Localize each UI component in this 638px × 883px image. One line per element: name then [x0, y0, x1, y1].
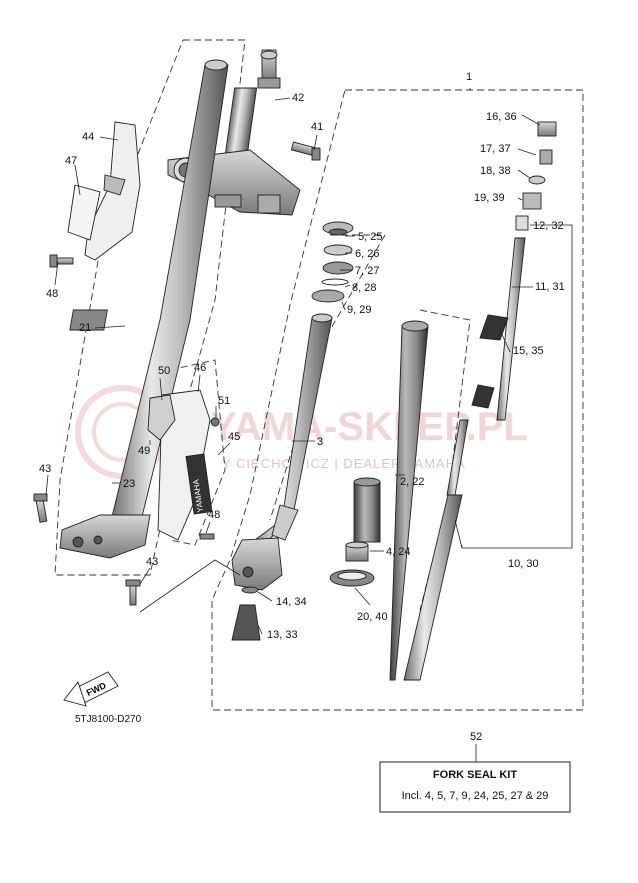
watermark-subtext: Y CIECHOWICZ | DEALER YAMAHA — [222, 456, 466, 471]
callout-8-28: 8, 28 — [352, 282, 376, 294]
callout-14-34: 14, 34 — [276, 596, 307, 608]
diagram-code: 5TJ8100-D270 — [75, 714, 142, 725]
seal-stack — [311, 221, 354, 303]
callout-3: 3 — [317, 436, 323, 448]
callout-43-left: 43 — [39, 463, 51, 475]
callout-47: 47 — [65, 155, 77, 167]
seal-20 — [329, 569, 375, 587]
callout-41: 41 — [311, 121, 323, 133]
outer-tube-2 — [353, 320, 429, 681]
dust-boot-13 — [231, 586, 261, 641]
callout-7-27: 7, 27 — [355, 265, 379, 277]
decal-47 — [67, 184, 101, 241]
callout-18-38: 18, 38 — [480, 165, 511, 177]
fork-guard-46: YAMAHA — [147, 389, 220, 541]
watermark-text: YAMA-SKLEP.PL — [210, 405, 528, 449]
callout-19-39: 19, 39 — [474, 192, 505, 204]
bolt-43-left — [33, 493, 48, 523]
inner-tube-3 — [231, 313, 333, 591]
callout-49: 49 — [138, 445, 150, 457]
callout-46: 46 — [194, 362, 206, 374]
damper-cartridge — [403, 121, 557, 681]
bolt-43-lower — [125, 579, 141, 606]
callout-5-25: 5, 25 — [358, 231, 382, 243]
fwd-arrow-icon: FWD — [63, 671, 119, 707]
callout-23: 23 — [123, 478, 135, 490]
callout-15-35: 15, 35 — [513, 345, 544, 357]
guard-boundary — [169, 359, 226, 546]
callout-44: 44 — [82, 131, 94, 143]
callout-50: 50 — [158, 365, 170, 377]
callout-2-22: 2, 22 — [400, 476, 424, 488]
bushing-4 — [345, 541, 369, 562]
left-fork-tube — [59, 59, 229, 559]
callout-11-31: 11, 31 — [535, 281, 565, 293]
callout-51: 51 — [218, 395, 230, 407]
callout-4-24: 4, 24 — [386, 546, 410, 558]
callout-21: 21 — [79, 322, 91, 334]
callout-48-upper: 48 — [46, 288, 58, 300]
callout-9-29: 9, 29 — [347, 304, 371, 316]
kit-title: FORK SEAL KIT — [433, 769, 517, 781]
kit-includes: Incl. 4, 5, 7, 9, 24, 25, 27 & 29 — [402, 790, 549, 802]
callout-13-33: 13, 33 — [267, 629, 298, 641]
leader-lines — [45, 88, 573, 635]
inner-tube-boundary — [269, 234, 386, 521]
kit-ref-number: 52 — [470, 731, 482, 743]
bolt-41 — [290, 141, 321, 161]
kit-box — [379, 761, 571, 813]
callout-6-26: 6, 26 — [355, 248, 379, 260]
callout-43-lower: 43 — [146, 556, 158, 568]
callout-16-36: 16, 36 — [486, 111, 517, 123]
callout-12-32: 12, 32 — [533, 220, 564, 232]
callout-20-40: 20, 40 — [357, 611, 388, 623]
callout-10-30: 10, 30 — [508, 558, 539, 570]
callout-45: 45 — [228, 431, 240, 443]
callout-42: 42 — [292, 92, 304, 104]
assembly-1-boundary — [211, 89, 584, 711]
fork-seal-kit: 52 FORK SEAL KIT Incl. 4, 5, 7, 9, 24, 2… — [379, 731, 571, 813]
callout-labels: 1 16, 36 17, 37 18, 38 19, 39 12, 32 11,… — [39, 71, 565, 641]
callout-48-lower: 48 — [208, 509, 220, 521]
callout-1: 1 — [466, 71, 472, 83]
fork-guard-44 — [84, 121, 141, 261]
screw-48-left — [49, 254, 74, 268]
steering-stem — [222, 49, 281, 169]
callout-17-37: 17, 37 — [480, 143, 511, 155]
